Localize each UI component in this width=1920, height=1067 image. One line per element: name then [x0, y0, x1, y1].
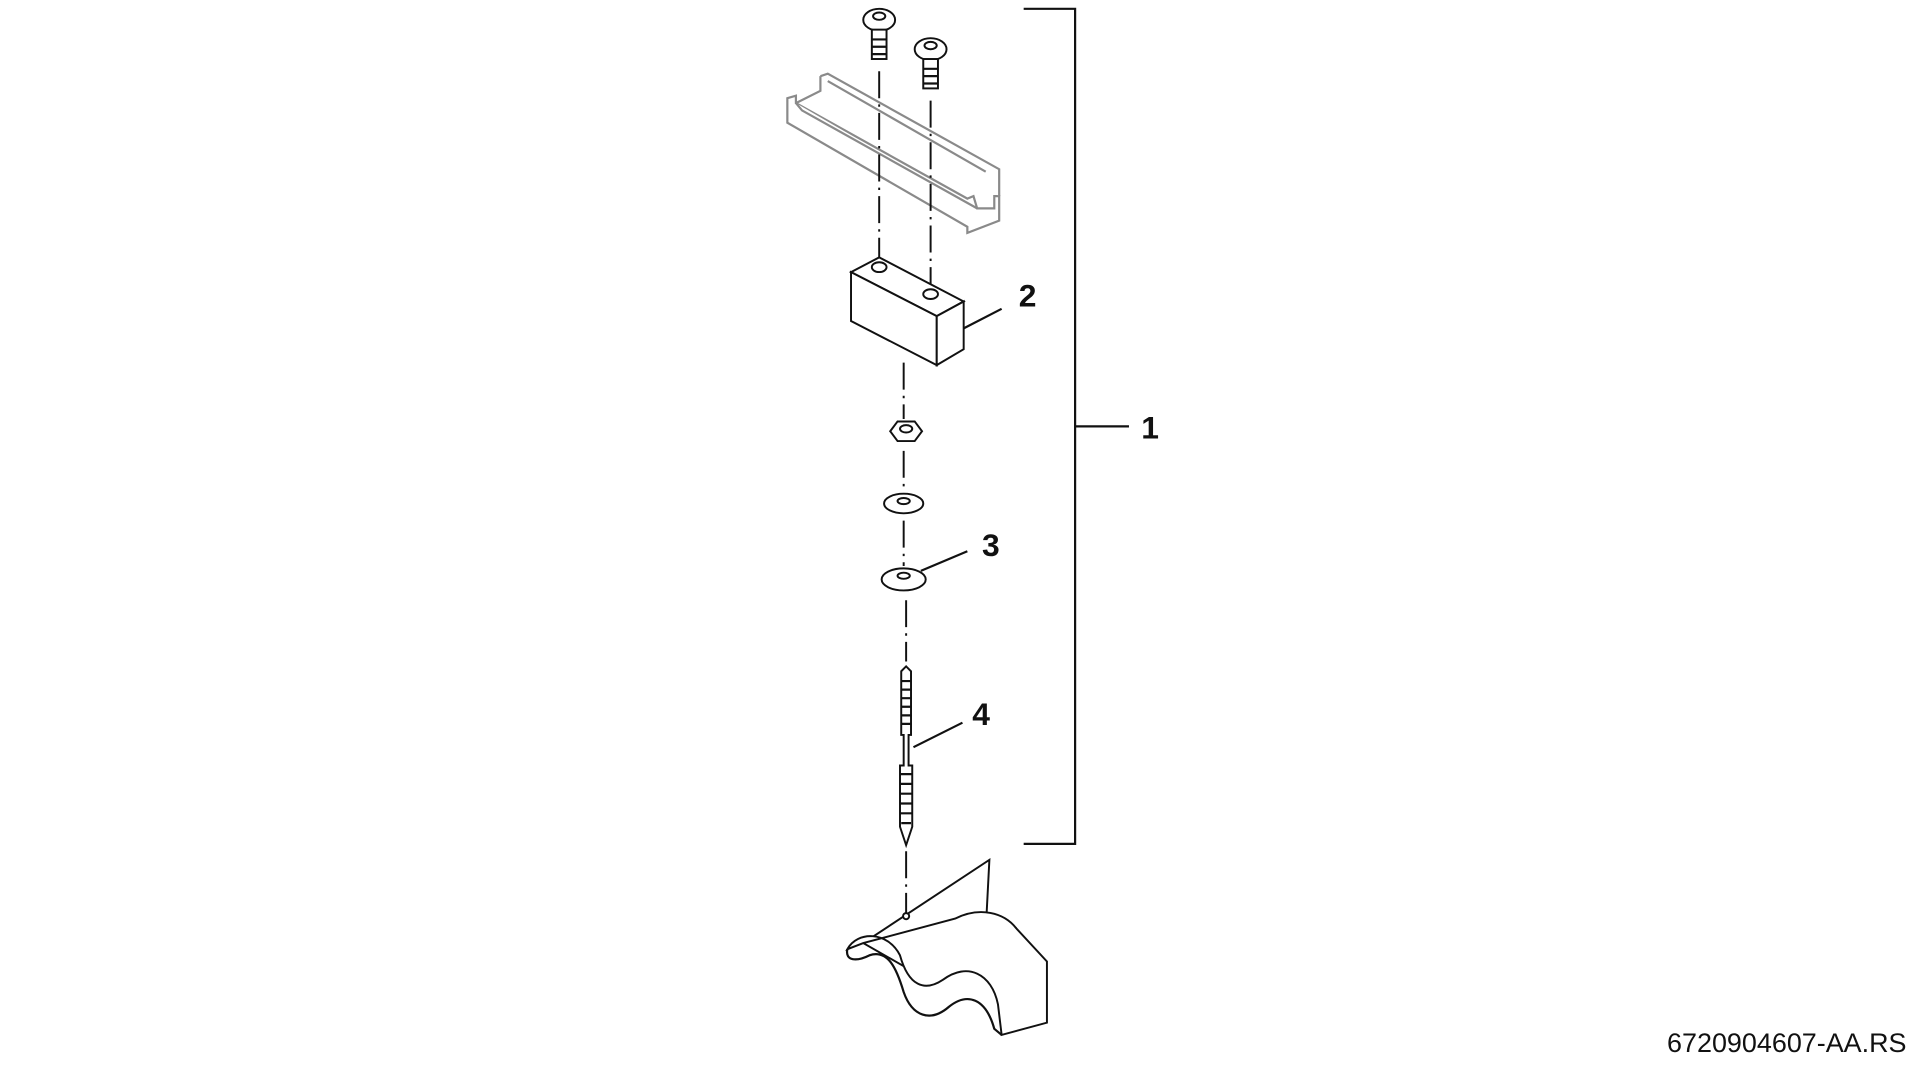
- callout-leader: [963, 307, 1003, 330]
- callout-leader: [912, 721, 963, 749]
- nut: [888, 420, 924, 443]
- washer-large: [880, 567, 927, 592]
- assembly-bracket: [1023, 7, 1077, 846]
- callout-leader: [920, 550, 968, 572]
- screw-left: [862, 7, 897, 60]
- mounting-rail: [786, 72, 1001, 235]
- washer-small: [883, 492, 925, 515]
- part-number: 6720904607-AA.RS: [1667, 1028, 1906, 1058]
- screw-right: [913, 37, 948, 90]
- callout-2: 2: [1019, 277, 1037, 313]
- hanger-bolt: [899, 664, 914, 849]
- callout-1: 1: [1141, 410, 1159, 446]
- callout-3: 3: [982, 527, 1000, 563]
- roof-hook: [845, 857, 1048, 1037]
- callout-4: 4: [972, 696, 990, 732]
- block: [848, 256, 966, 367]
